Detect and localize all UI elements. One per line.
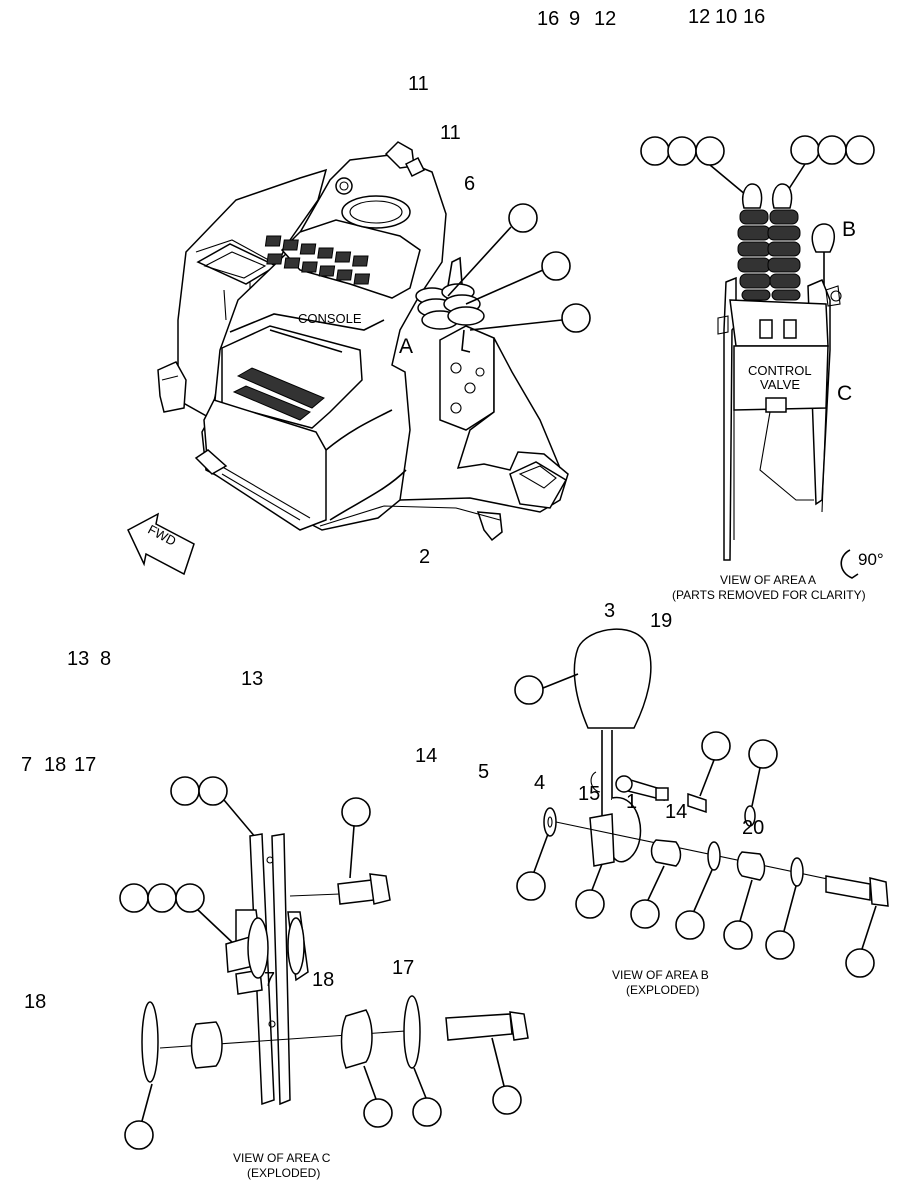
console-label: CONSOLE bbox=[298, 311, 362, 326]
console-assembly: CONSOLE A bbox=[157, 141, 569, 542]
label-11: 11 bbox=[408, 73, 429, 95]
console-joysticks bbox=[415, 256, 485, 353]
callout-circle bbox=[817, 135, 847, 165]
label-18: 18 bbox=[24, 991, 46, 1013]
label-12: 12 bbox=[594, 8, 616, 30]
area-c-caption-note: (EXPLODED) bbox=[247, 1166, 320, 1180]
switch-panel bbox=[264, 235, 371, 285]
area-b-label: B bbox=[842, 218, 856, 241]
control-valve-line1: CONTROL bbox=[748, 363, 812, 378]
callout-circle bbox=[170, 776, 200, 806]
label-7: 7 bbox=[264, 969, 275, 991]
bellows-left bbox=[737, 209, 771, 301]
callout-circle bbox=[516, 871, 546, 901]
label-7: 7 bbox=[21, 754, 32, 776]
label-16: 16 bbox=[537, 8, 559, 30]
callout-circle bbox=[765, 930, 795, 960]
callout-circle bbox=[175, 883, 205, 913]
callout-circle bbox=[845, 948, 875, 978]
rotation-arrow-icon bbox=[840, 549, 859, 579]
callout-circle bbox=[640, 136, 670, 166]
label-16: 16 bbox=[743, 6, 765, 28]
label-8: 8 bbox=[100, 648, 111, 670]
callout-circle bbox=[790, 135, 820, 165]
callout-circle bbox=[124, 1120, 154, 1150]
area-c-caption: VIEW OF AREA C bbox=[233, 1151, 331, 1165]
callout-circle bbox=[412, 1097, 442, 1127]
callout-circle bbox=[575, 889, 605, 919]
bellows-right bbox=[767, 209, 801, 301]
area-b-caption-note: (EXPLODED) bbox=[626, 983, 699, 997]
label-14: 14 bbox=[665, 801, 687, 823]
callout-circle bbox=[701, 731, 731, 761]
callout-circle bbox=[723, 920, 753, 950]
label-17: 17 bbox=[74, 754, 96, 776]
rotation-label: 90° bbox=[858, 550, 884, 569]
label-13: 13 bbox=[241, 668, 263, 690]
view-area-a: CONTROL VALVE B C 90° VIEW OF AREA A (PA… bbox=[640, 135, 884, 602]
forward-arrow: FWD bbox=[127, 512, 195, 576]
label-3: 3 bbox=[604, 600, 615, 622]
callout-circle bbox=[514, 675, 544, 705]
callout-circle bbox=[675, 910, 705, 940]
view-area-c: 7 18 17 18 VIEW OF AREA C (EXPLODED) bbox=[24, 776, 529, 1180]
label-17: 17 bbox=[392, 957, 414, 979]
view-area-b: 3 19 4 15 1 14 20 bbox=[514, 600, 889, 997]
callout-circle bbox=[845, 135, 875, 165]
callout-circle bbox=[341, 797, 371, 827]
callout-circle bbox=[508, 203, 538, 233]
label-19: 19 bbox=[650, 610, 672, 632]
callout-circle bbox=[541, 251, 571, 281]
label-11: 11 bbox=[440, 122, 461, 144]
callout-circle bbox=[363, 1098, 393, 1128]
label-20: 20 bbox=[742, 817, 764, 839]
label-12: 12 bbox=[688, 6, 710, 28]
callout-circle bbox=[667, 136, 697, 166]
area-a-label: A bbox=[399, 335, 413, 358]
callout-circle bbox=[119, 883, 149, 913]
label-15: 15 bbox=[578, 783, 600, 805]
label-1: 1 bbox=[626, 791, 637, 813]
label-4: 4 bbox=[534, 772, 545, 794]
label-6: 6 bbox=[464, 173, 475, 195]
callout-circle bbox=[492, 1085, 522, 1115]
label-2: 2 bbox=[419, 546, 430, 568]
label-18: 18 bbox=[312, 969, 334, 991]
callout-circle bbox=[630, 899, 660, 929]
label-5: 5 bbox=[478, 761, 489, 783]
label-13: 13 bbox=[67, 648, 89, 670]
area-b-caption: VIEW OF AREA B bbox=[612, 968, 709, 982]
callout-circle bbox=[695, 136, 725, 166]
label-9: 9 bbox=[569, 8, 580, 30]
callout-circle bbox=[198, 776, 228, 806]
callout-circle bbox=[748, 739, 778, 769]
control-valve-line2: VALVE bbox=[760, 377, 800, 392]
area-a-caption-note: (PARTS REMOVED FOR CLARITY) bbox=[672, 588, 866, 602]
callout-circle bbox=[147, 883, 177, 913]
top-reference-numbers: 16 9 12 12 10 16 11 11 6 2 bbox=[408, 6, 765, 568]
area-c-label: C bbox=[837, 382, 852, 405]
console-callouts bbox=[447, 203, 591, 333]
callout-circle bbox=[561, 303, 591, 333]
label-14: 14 bbox=[415, 745, 437, 767]
label-18: 18 bbox=[44, 754, 66, 776]
left-reference-numbers: 13 8 13 7 18 17 14 5 bbox=[21, 648, 489, 783]
label-10: 10 bbox=[715, 6, 737, 28]
area-a-caption: VIEW OF AREA A bbox=[720, 573, 816, 587]
